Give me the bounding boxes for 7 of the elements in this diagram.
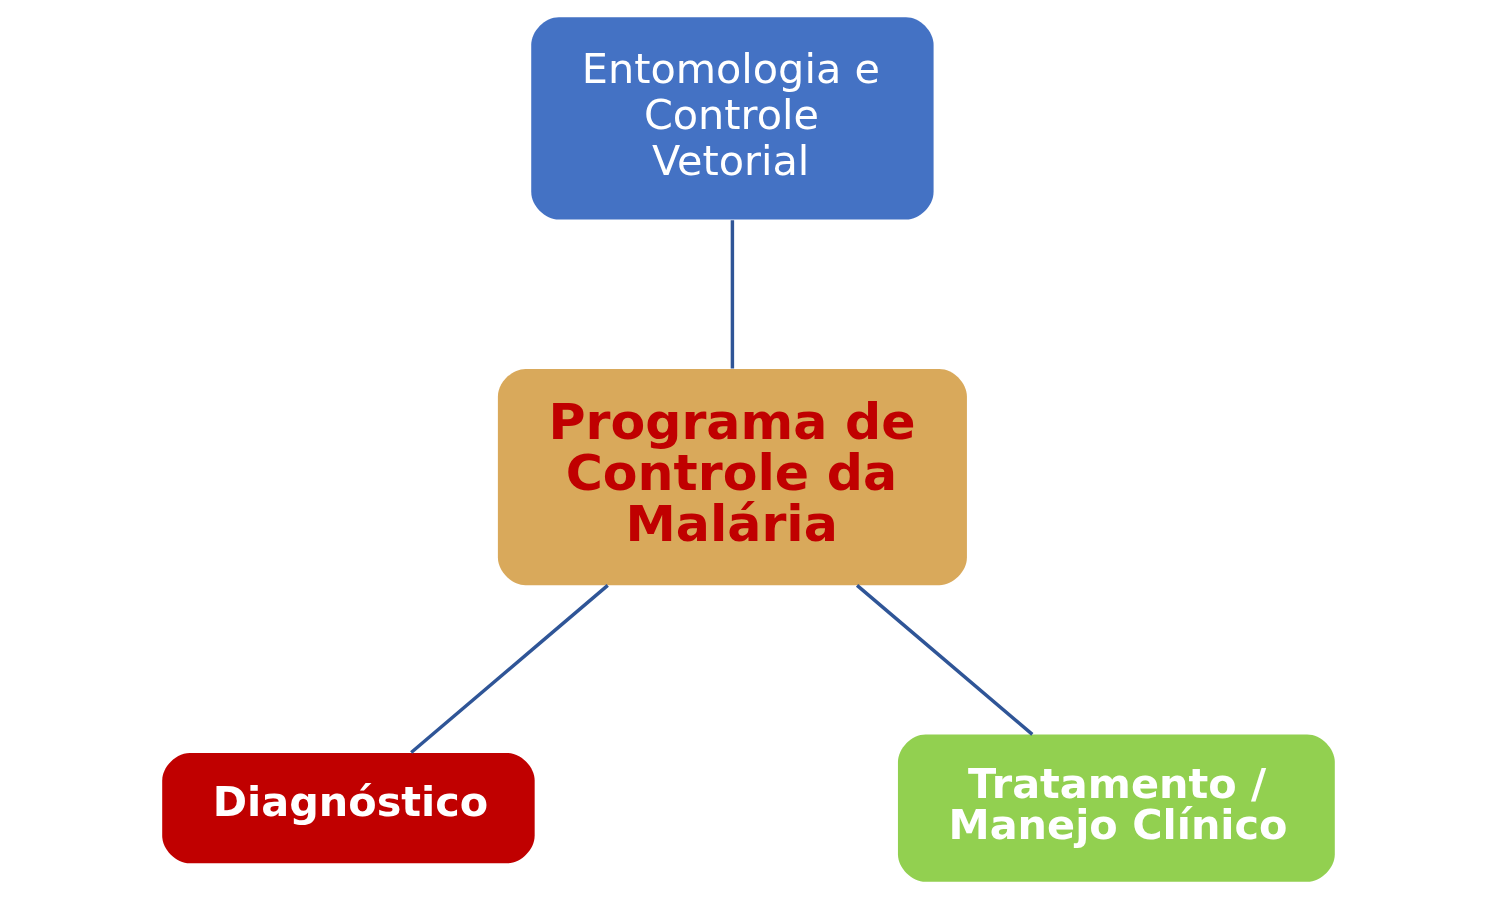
node-box: Tratamento / Manejo Clínico — [897, 734, 1335, 882]
node-box: Programa de Controle da Malária — [497, 369, 967, 586]
connector — [730, 220, 734, 369]
connector — [409, 584, 609, 754]
node-box: Entomologia e Controle Vetorial — [530, 17, 934, 220]
connector — [855, 584, 1033, 736]
node-box: Diagnóstico — [161, 753, 535, 864]
